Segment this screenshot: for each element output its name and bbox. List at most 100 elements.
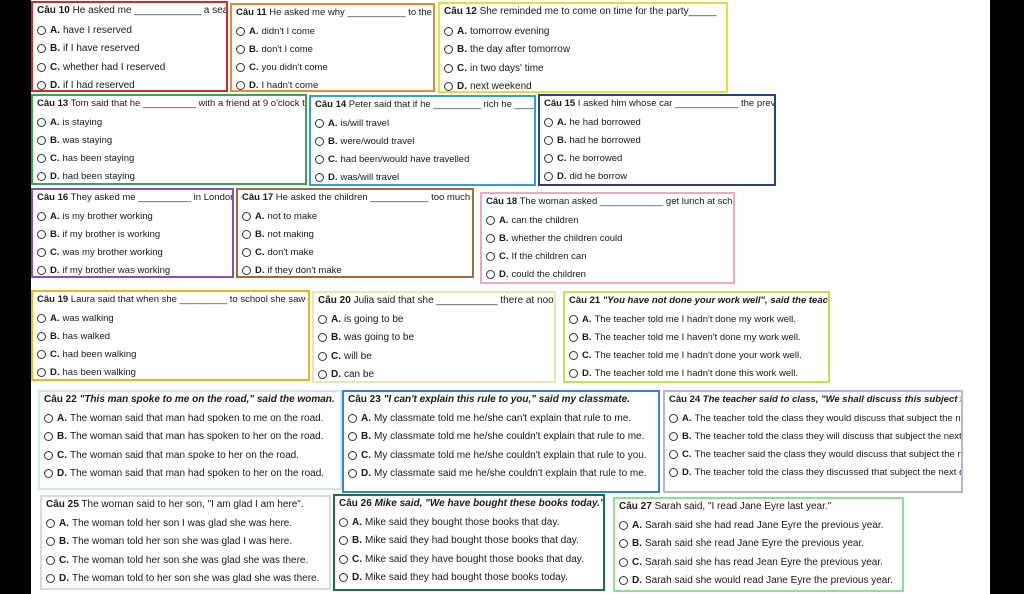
- answer-option[interactable]: C.The teacher told me I hadn't done your…: [569, 346, 824, 364]
- answer-option[interactable]: B.had he borrowed: [544, 131, 770, 149]
- radio-circle-icon[interactable]: [37, 331, 46, 341]
- answer-option[interactable]: D.next weekend: [444, 78, 722, 91]
- radio-circle-icon[interactable]: [544, 117, 553, 127]
- radio-circle-icon[interactable]: [37, 44, 46, 54]
- answer-option[interactable]: D.did he borrow: [544, 168, 770, 184]
- radio-circle-icon[interactable]: [242, 266, 251, 276]
- radio-circle-icon[interactable]: [619, 520, 628, 530]
- answer-option[interactable]: C.in two days' time: [444, 59, 722, 78]
- radio-circle-icon[interactable]: [339, 517, 348, 527]
- answer-option[interactable]: B.if my brother is working: [37, 225, 228, 243]
- radio-circle-icon[interactable]: [318, 333, 327, 343]
- answer-option[interactable]: A.not to make: [242, 207, 468, 225]
- answer-option[interactable]: A.Mike said they bought those books that…: [339, 513, 599, 532]
- radio-circle-icon[interactable]: [569, 350, 578, 360]
- answer-option[interactable]: C.The woman told her son she was glad sh…: [46, 551, 325, 570]
- answer-option[interactable]: D.My classmate said me he/she couldn't e…: [348, 465, 654, 484]
- answer-option[interactable]: B.the day after tomorrow: [444, 41, 722, 60]
- radio-circle-icon[interactable]: [669, 431, 678, 441]
- radio-circle-icon[interactable]: [444, 45, 453, 55]
- answer-option[interactable]: C.has been staying: [37, 149, 301, 167]
- answer-option[interactable]: C.Mike said they have bought those books…: [339, 550, 599, 569]
- radio-circle-icon[interactable]: [444, 26, 453, 36]
- answer-option[interactable]: D.The teacher told me I hadn't done this…: [569, 365, 824, 381]
- answer-option[interactable]: C.had been walking: [37, 345, 304, 363]
- radio-circle-icon[interactable]: [44, 432, 53, 442]
- answer-option[interactable]: A.The teacher told me I hadn't done my w…: [569, 310, 824, 328]
- radio-circle-icon[interactable]: [315, 154, 324, 164]
- radio-circle-icon[interactable]: [46, 518, 55, 528]
- radio-circle-icon[interactable]: [669, 449, 678, 459]
- radio-circle-icon[interactable]: [37, 229, 46, 239]
- answer-option[interactable]: B.not making: [242, 225, 468, 243]
- answer-option[interactable]: A.My classmate told me he/she can't expl…: [348, 409, 654, 428]
- radio-circle-icon[interactable]: [348, 432, 357, 442]
- radio-circle-icon[interactable]: [46, 537, 55, 547]
- answer-option[interactable]: B.The woman said that man has spoken to …: [44, 428, 336, 447]
- answer-option[interactable]: D.Mike said they had bought those books …: [339, 569, 599, 588]
- radio-circle-icon[interactable]: [37, 62, 46, 72]
- radio-circle-icon[interactable]: [37, 81, 46, 90]
- radio-circle-icon[interactable]: [37, 313, 46, 323]
- radio-circle-icon[interactable]: [569, 332, 578, 342]
- radio-circle-icon[interactable]: [37, 368, 46, 378]
- answer-option[interactable]: D.was/will travel: [315, 169, 530, 184]
- radio-circle-icon[interactable]: [486, 270, 495, 280]
- answer-option[interactable]: D.had been staying: [37, 168, 301, 183]
- answer-option[interactable]: A.can the children: [486, 211, 729, 229]
- answer-option[interactable]: C.whether had I reserved: [37, 58, 222, 77]
- answer-option[interactable]: C.My classmate told me he/she couldn't e…: [348, 446, 654, 465]
- radio-circle-icon[interactable]: [318, 314, 327, 324]
- answer-option[interactable]: C.The woman said that man spoke to her o…: [44, 446, 336, 465]
- answer-option[interactable]: B.has walked: [37, 327, 304, 345]
- answer-option[interactable]: A.was walking: [37, 309, 304, 327]
- radio-circle-icon[interactable]: [315, 173, 324, 183]
- radio-circle-icon[interactable]: [619, 557, 628, 567]
- answer-option[interactable]: A.he had borrowed: [544, 113, 770, 131]
- answer-option[interactable]: D.if my brother was working: [37, 262, 228, 276]
- radio-circle-icon[interactable]: [444, 82, 453, 91]
- radio-circle-icon[interactable]: [315, 118, 324, 128]
- radio-circle-icon[interactable]: [236, 44, 245, 54]
- answer-option[interactable]: D.The woman said that man had spoken to …: [44, 465, 336, 484]
- radio-circle-icon[interactable]: [348, 450, 357, 460]
- radio-circle-icon[interactable]: [37, 349, 46, 359]
- answer-option[interactable]: A.have I reserved: [37, 21, 222, 40]
- radio-circle-icon[interactable]: [318, 351, 327, 361]
- answer-option[interactable]: B.was going to be: [318, 329, 550, 348]
- radio-circle-icon[interactable]: [37, 153, 46, 163]
- answer-option[interactable]: D.if they don't make: [242, 262, 468, 276]
- answer-option[interactable]: C.he borrowed: [544, 149, 770, 167]
- radio-circle-icon[interactable]: [44, 413, 53, 423]
- radio-circle-icon[interactable]: [569, 369, 578, 379]
- radio-circle-icon[interactable]: [37, 211, 46, 221]
- radio-circle-icon[interactable]: [242, 229, 251, 239]
- radio-circle-icon[interactable]: [37, 117, 46, 127]
- radio-circle-icon[interactable]: [44, 469, 53, 479]
- radio-circle-icon[interactable]: [339, 536, 348, 546]
- answer-option[interactable]: C.was my brother working: [37, 243, 228, 261]
- radio-circle-icon[interactable]: [236, 26, 245, 36]
- radio-circle-icon[interactable]: [242, 247, 251, 257]
- radio-circle-icon[interactable]: [37, 172, 46, 182]
- radio-circle-icon[interactable]: [669, 468, 678, 478]
- radio-circle-icon[interactable]: [37, 135, 46, 145]
- radio-circle-icon[interactable]: [486, 233, 495, 243]
- radio-circle-icon[interactable]: [544, 153, 553, 163]
- radio-circle-icon[interactable]: [37, 266, 46, 276]
- answer-option[interactable]: C.If the children can: [486, 247, 729, 265]
- radio-circle-icon[interactable]: [44, 450, 53, 460]
- radio-circle-icon[interactable]: [444, 63, 453, 73]
- answer-option[interactable]: D.Sarah said she would read Jane Eyre th…: [619, 572, 898, 591]
- radio-circle-icon[interactable]: [339, 554, 348, 564]
- answer-option[interactable]: B.The woman told her son she was glad I …: [46, 533, 325, 552]
- answer-option[interactable]: D.The woman told to her son she was glad…: [46, 570, 325, 589]
- answer-option[interactable]: B.whether the children could: [486, 229, 729, 247]
- radio-circle-icon[interactable]: [544, 135, 553, 145]
- answer-option[interactable]: D.if I had reserved: [37, 77, 222, 90]
- answer-option[interactable]: C.The teacher said the class they would …: [669, 445, 961, 463]
- answer-option[interactable]: A.is going to be: [318, 310, 550, 329]
- radio-circle-icon[interactable]: [37, 25, 46, 35]
- answer-option[interactable]: B.My classmate told me he/she couldn't e…: [348, 428, 654, 447]
- answer-option[interactable]: A.tomorrow evening: [444, 22, 722, 41]
